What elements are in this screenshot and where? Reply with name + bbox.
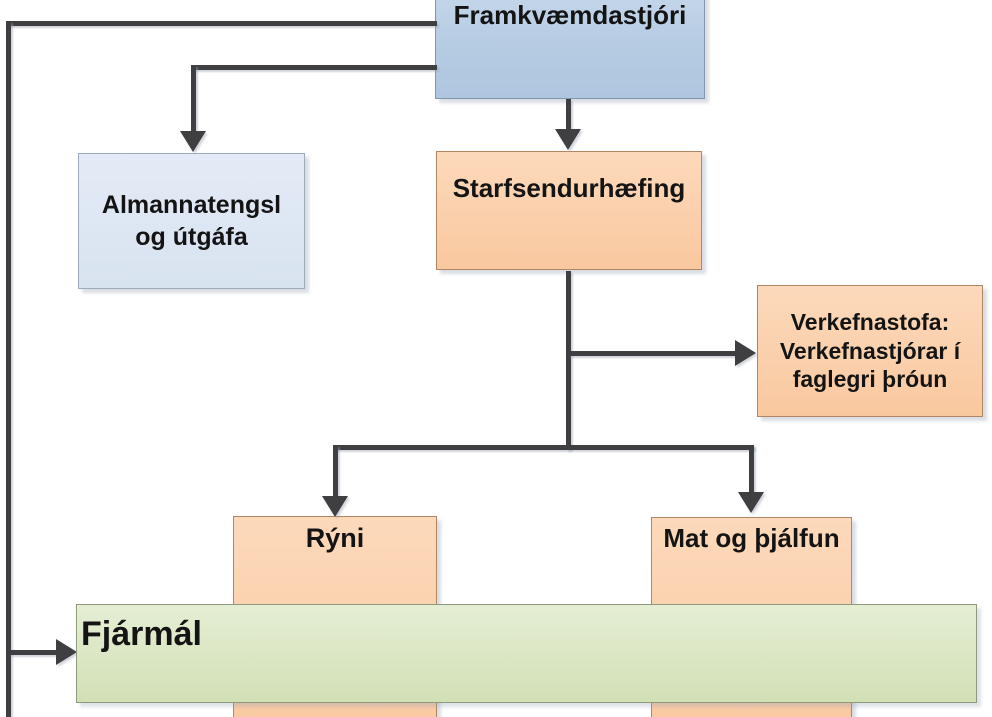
node-starfsendurhaefing: Starfsendurhæfing <box>436 151 702 270</box>
node-verkefnastofa: Verkefnastofa: Verkefnastjórar í faglegr… <box>757 285 983 417</box>
connector-framkvaemdastjori-fjarmal-vertical <box>6 21 11 717</box>
connector-framkvaemdastjori-almannatengsl-horizontal <box>191 65 437 70</box>
node-framkvaemdastjori: Framkvæmdastjóri <box>435 0 705 99</box>
connector-branch-ryni-drop <box>333 445 338 498</box>
connector-starfsendurhaefing-trunk <box>566 271 571 450</box>
arrowhead-into-verkefnastofa <box>735 340 756 366</box>
arrowhead-into-fjarmal <box>56 639 77 665</box>
node-fjarmal-label: Fjármál <box>81 615 202 653</box>
node-verkefnastofa-label-line1: Verkefnastofa: <box>790 308 950 335</box>
arrowhead-into-ryni <box>322 496 348 517</box>
node-starfsendurhaefing-label: Starfsendurhæfing <box>452 173 686 203</box>
node-framkvaemdastjori-label: Framkvæmdastjóri <box>453 0 687 30</box>
connector-framkvaemdastjori-starfsendurhaefing <box>566 99 571 131</box>
node-mat-og-thjalfun-label: Mat og þjálfun <box>663 523 840 553</box>
node-almannatengsl-label: Almannatengsl og útgáfa <box>101 191 282 251</box>
arrowhead-into-mat-og-thjalfun <box>738 492 764 513</box>
connector-trunk-verkefnastofa <box>569 351 736 356</box>
node-almannatengsl-og-utgafa: Almannatengsl og útgáfa <box>78 153 305 289</box>
node-fjarmal: Fjármál <box>76 604 977 703</box>
node-verkefnastofa-label-line2: Verkefnastjórar í <box>779 337 961 364</box>
connector-branch-mat-drop <box>749 445 754 493</box>
node-verkefnastofa-label-line3: faglegri þróun <box>792 366 948 393</box>
connector-branch-bar <box>333 445 754 450</box>
connector-framkvaemdastjori-fjarmal-branch <box>9 650 57 655</box>
node-ryni-label: Rýni <box>305 523 365 553</box>
arrowhead-into-starfsendurhaefing <box>555 129 581 150</box>
arrowhead-into-almannatengsl <box>180 131 206 152</box>
connector-framkvaemdastjori-fjarmal-top <box>8 21 437 26</box>
connector-framkvaemdastjori-almannatengsl-vertical <box>191 65 196 132</box>
